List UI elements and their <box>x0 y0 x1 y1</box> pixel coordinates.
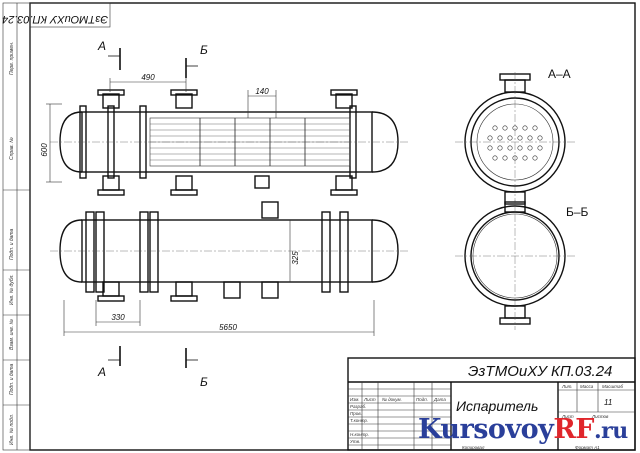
section-cut-markers: А Б А Б <box>97 39 208 389</box>
section-a-a-view <box>455 72 575 210</box>
tb-mass-label: Масса <box>580 384 594 389</box>
section-b-b-view <box>455 200 575 330</box>
tb-list: Лист <box>363 397 376 402</box>
cut-b-bottom: Б <box>200 375 208 389</box>
left-label-3: Инв. № дубл. <box>9 274 15 305</box>
top-stamp-box <box>29 2 111 28</box>
left-label-5: Подп. и дата <box>9 363 15 395</box>
watermark-part-2: RF <box>553 414 594 445</box>
dim-5650: 5650 <box>219 323 237 332</box>
left-column-labels: Перв. примен. Справ. № Подп. и дата Инв.… <box>9 42 15 445</box>
tb-data: Дата <box>433 397 446 402</box>
section-aa-label: А–А <box>548 67 571 81</box>
drawing-frame <box>29 2 636 451</box>
tb-sheet-label: Лист <box>561 414 574 419</box>
cut-b-top: Б <box>200 43 208 57</box>
title-block: Изм. Лист № докум. Подп. Дата Разраб. Пр… <box>347 357 636 451</box>
evaporator-plan-view <box>50 201 410 302</box>
tb-copied-label: Копировал <box>462 445 485 450</box>
tb-razrab: Разраб. <box>350 404 366 409</box>
sheet-count: 11 <box>604 398 612 407</box>
left-label-6: Инв. № подл. <box>9 414 15 445</box>
dim-600: 600 <box>40 143 49 157</box>
tb-format-label: Формат А1 <box>575 445 600 450</box>
watermark-part-1: Kursovoy <box>418 414 554 445</box>
section-bb-label: Б–Б <box>566 205 589 219</box>
tb-izm: Изм. <box>350 397 360 402</box>
product-name: Испаритель <box>456 398 538 414</box>
left-label-0: Перв. примен. <box>9 42 15 75</box>
dim-330: 330 <box>111 313 125 322</box>
tb-scale-label: Масштаб <box>602 384 623 389</box>
left-label-1: Справ. № <box>9 137 15 160</box>
title-code: ЭзТМОиХУ КП.03.24 <box>468 363 612 380</box>
left-label-2: Подп. и дата <box>9 228 15 260</box>
cut-a-bottom: А <box>97 365 106 379</box>
tb-sheets-label: Листов <box>591 414 609 419</box>
cut-a-top: А <box>97 39 106 53</box>
watermark-part-3: .ru <box>593 418 628 444</box>
kursovoyrf-watermark: KursovoyRF.ru <box>418 414 640 453</box>
tb-letter-label: Лит. <box>561 384 573 389</box>
evaporator-elevation-view <box>50 89 410 196</box>
left-label-4: Взам. инв. № <box>9 318 15 350</box>
left-binding-strip <box>2 2 31 451</box>
tb-tkontr: Т.контр. <box>350 418 368 423</box>
dim-140: 140 <box>255 87 269 96</box>
tb-nkontr: Н.контр. <box>350 432 369 437</box>
dimension-lines-top: 490 140 600 <box>40 73 277 183</box>
dim-325: 325 <box>291 251 300 265</box>
tb-dokum: № докум. <box>382 397 402 402</box>
dimension-lines-bottom: 325 330 5650 <box>63 220 375 336</box>
tb-prov: Пров. <box>350 411 362 416</box>
top-stamp-code: ЭзТМОиХУ КП.03.24 <box>2 13 108 25</box>
tb-podp: Подп. <box>416 397 428 402</box>
tb-utv: Утв. <box>350 439 360 444</box>
dim-490: 490 <box>141 73 155 82</box>
